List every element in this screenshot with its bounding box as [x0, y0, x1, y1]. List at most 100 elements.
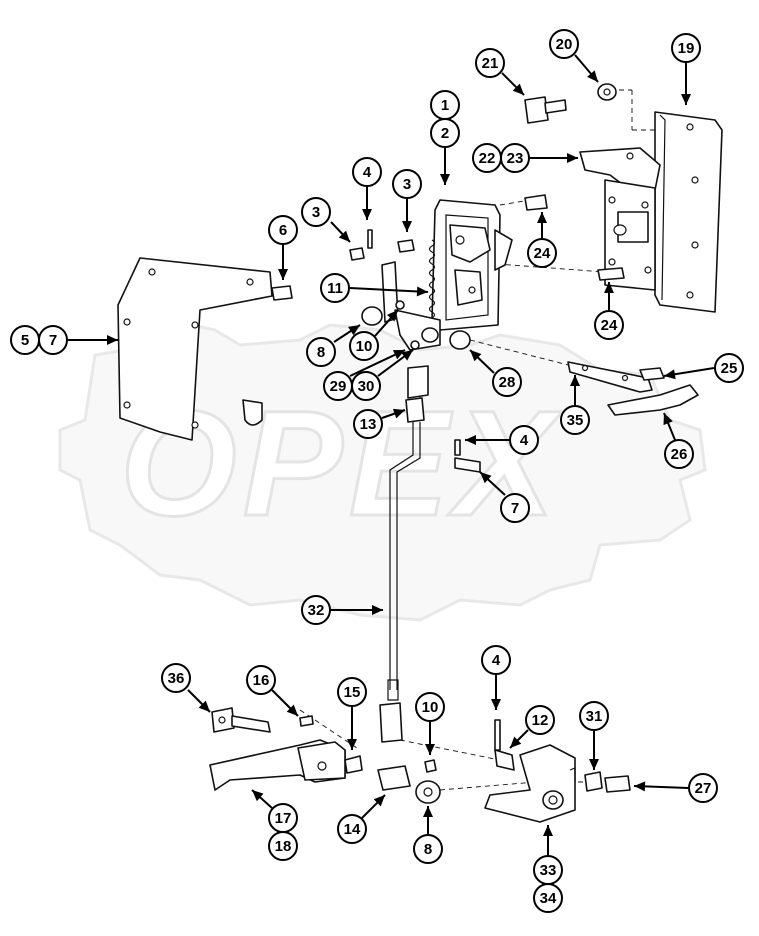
- callout-circle: [664, 439, 694, 469]
- callout-number: 17: [275, 810, 292, 827]
- striker-plate: [579, 147, 661, 291]
- latch-body: [431, 199, 513, 331]
- callout-number: 20: [556, 36, 573, 53]
- callout-number: 14: [344, 821, 361, 838]
- leader-arrowhead: [510, 736, 522, 748]
- callout-24b: 24: [594, 282, 624, 340]
- leader-arrowhead: [567, 153, 578, 163]
- leader-line: [349, 287, 429, 293]
- leader-arrowhead: [373, 795, 385, 807]
- leader-arrowhead: [198, 700, 210, 712]
- callout-circle: [337, 814, 367, 844]
- leader-arrowhead: [402, 221, 412, 232]
- callout-4c: 4: [481, 645, 511, 710]
- lower-fittings: [377, 719, 515, 804]
- callout-circle: [549, 29, 579, 59]
- callout-circle: [246, 665, 276, 695]
- callout-10a: 10: [349, 309, 399, 361]
- callout-circle: [492, 367, 522, 397]
- callout-number: 28: [499, 374, 516, 391]
- watermark-text: OPEX: [120, 379, 563, 547]
- callout-number: 22: [479, 150, 496, 167]
- callout-circle: [268, 831, 298, 861]
- callout-21: 21: [475, 48, 525, 96]
- callout-circle: [351, 371, 381, 401]
- leader-arrowhead: [604, 282, 614, 293]
- callout-circle: [671, 33, 701, 63]
- callout-number: 8: [424, 841, 432, 858]
- callout-circle: [688, 773, 718, 803]
- callout-25: 25: [663, 353, 744, 383]
- spring: [428, 239, 436, 325]
- callout-number: 15: [344, 684, 361, 701]
- leader-arrowhead: [286, 704, 298, 716]
- leader-arrowhead: [663, 413, 673, 426]
- callout-22: 22: [472, 143, 502, 173]
- leader-arrowhead: [278, 269, 288, 280]
- leader-arrowhead: [570, 375, 580, 386]
- callout-circle: [509, 425, 539, 455]
- callout-number: 10: [422, 699, 439, 716]
- link-parts: [361, 261, 471, 351]
- callout-circle: [337, 677, 367, 707]
- callout-6: 6: [268, 215, 298, 280]
- callout-number: 36: [168, 670, 185, 687]
- outside-handle: [209, 707, 363, 791]
- callout-number: 3: [312, 204, 320, 221]
- callout-circle: [579, 701, 609, 731]
- callout-4a: 4: [352, 157, 382, 220]
- callout-13: 13: [353, 408, 406, 439]
- callout-11: 11: [320, 273, 429, 303]
- callout-28: 28: [469, 349, 522, 397]
- callout-circle: [714, 353, 744, 383]
- callout-35: 35: [560, 375, 590, 435]
- leader-arrowhead: [107, 335, 118, 345]
- callout-4b: 4: [465, 425, 539, 455]
- leader-arrowhead: [589, 759, 599, 770]
- callout-3a: 3: [301, 197, 351, 243]
- callout-30: 30: [351, 349, 414, 401]
- callout-number: 16: [253, 672, 270, 689]
- callout-16: 16: [246, 665, 299, 717]
- leader-arrowhead: [681, 94, 691, 105]
- leader-arrowhead: [470, 350, 482, 362]
- callout-number: 3: [403, 176, 411, 193]
- callout-circle: [353, 409, 383, 439]
- callout-number: 8: [317, 344, 325, 361]
- callout-18: 18: [268, 831, 298, 861]
- callout-number: 35: [567, 412, 584, 429]
- callout-circle: [349, 331, 379, 361]
- callout-5: 5: [10, 325, 40, 355]
- callout-circle: [560, 405, 590, 435]
- callout-circle: [415, 692, 445, 722]
- callout-circle: [481, 645, 511, 675]
- leader-arrowhead: [664, 369, 676, 380]
- callouts: 1233444567788101011121314151617181920212…: [10, 29, 744, 913]
- leader-arrowhead: [338, 230, 350, 242]
- leader-arrowhead: [425, 744, 435, 755]
- callout-circle: [533, 883, 563, 913]
- callout-number: 13: [360, 416, 377, 433]
- callout-circle: [268, 215, 298, 245]
- callout-number: 1: [441, 97, 449, 114]
- callout-circle: [301, 197, 331, 227]
- callout-circle: [430, 118, 460, 148]
- callout-number: 24: [601, 317, 618, 334]
- leader-arrowhead: [386, 310, 398, 322]
- leader-arrowhead: [423, 806, 433, 817]
- leader-arrowhead: [392, 408, 405, 419]
- leader-arrowhead: [634, 781, 646, 792]
- callout-number: 12: [532, 712, 549, 729]
- callout-number: 7: [49, 332, 57, 349]
- callout-number: 6: [279, 222, 287, 239]
- callout-number: 34: [540, 890, 557, 907]
- inner-handle: [567, 361, 699, 416]
- leader-arrowhead: [480, 472, 492, 484]
- callout-7b: 7: [479, 471, 530, 523]
- callout-circle: [475, 48, 505, 78]
- callout-33: 33: [533, 825, 563, 885]
- callout-number: 30: [358, 378, 375, 395]
- callout-number: 23: [507, 150, 524, 167]
- leader-arrowhead: [362, 209, 372, 220]
